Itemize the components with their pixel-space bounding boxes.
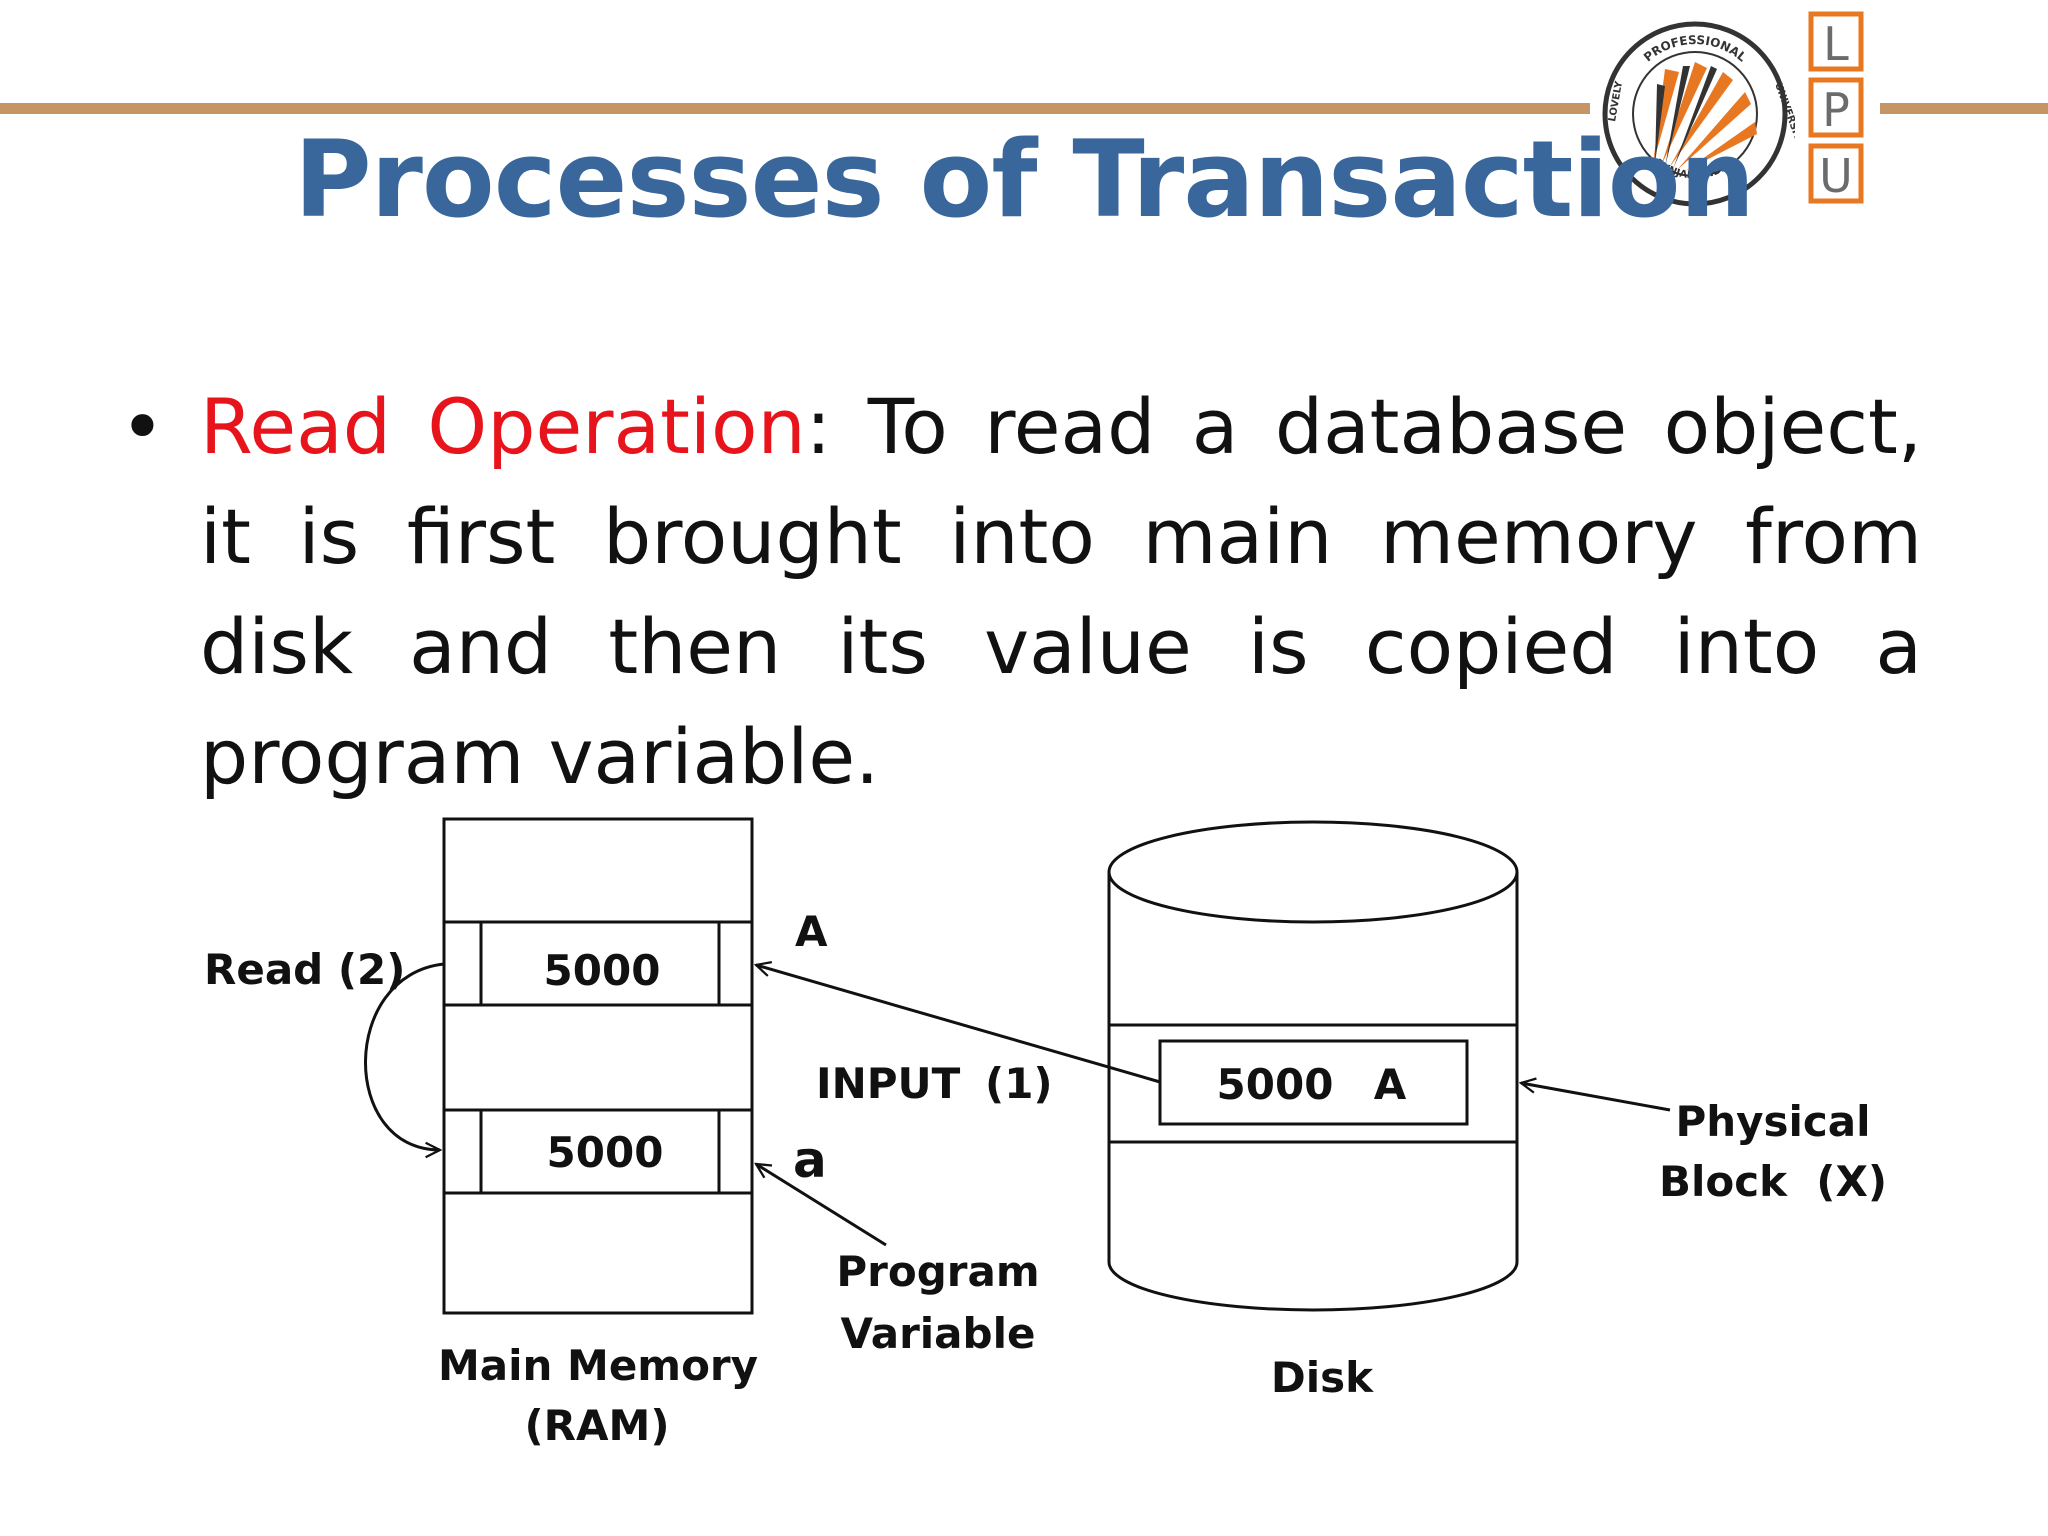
- sun-rays-icon: [1653, 62, 1757, 171]
- input-arrow: [756, 965, 1161, 1084]
- physical-block-arrow: [1521, 1083, 1671, 1112]
- program-variable-label-line2: Variable: [841, 1309, 1036, 1358]
- bullet-text: Read Operation: To read a database objec…: [200, 372, 1922, 812]
- input-step-number: (1): [985, 1059, 1053, 1108]
- bullet-icon: •: [120, 382, 165, 471]
- lpu-seal-logo: PROFESSIONAL PUNJAB (INDIA) LOVELY UNIVE…: [1602, 21, 1795, 207]
- item-a-lower-label: a: [793, 1131, 827, 1189]
- main-memory-label-line2: (RAM): [524, 1401, 669, 1450]
- disk-cylinder: [1107, 820, 1519, 1312]
- logo-letter-l: L: [1823, 17, 1849, 71]
- main-memory-label-line1: Main Memory: [438, 1341, 758, 1390]
- disk-block-item: A: [1374, 1060, 1407, 1109]
- slide-title: Processes of Transaction: [293, 118, 1755, 241]
- logo-letter-u: U: [1819, 149, 1853, 203]
- program-variable-label-line1: Program: [836, 1247, 1039, 1296]
- program-variable-arrow: [756, 1164, 887, 1247]
- lpu-letters-logo: L P U: [1808, 11, 1864, 204]
- logo-letter-p: P: [1822, 83, 1850, 137]
- input-step-label: INPUT: [816, 1059, 961, 1108]
- memory-cell-a-value: 5000: [544, 946, 661, 995]
- item-a-upper-label: A: [795, 907, 828, 956]
- read-step-label: Read (2): [204, 945, 405, 994]
- physical-block-label-line2: Block (X): [1659, 1157, 1887, 1206]
- header-rule-left: [0, 103, 1590, 114]
- read-operation-description: : To read a database object, it is first…: [200, 382, 1923, 801]
- read-copy-arrow: [364, 962, 445, 1150]
- header-rule-right: [1880, 103, 2048, 114]
- read-operation-term: Read Operation: [200, 382, 806, 471]
- physical-block-label-line1: Physical: [1675, 1097, 1870, 1146]
- disk-label: Disk: [1271, 1353, 1374, 1402]
- disk-block-value: 5000: [1217, 1060, 1334, 1109]
- main-memory-box: [442, 817, 754, 1315]
- memory-cell-program-var-value: 5000: [547, 1128, 664, 1177]
